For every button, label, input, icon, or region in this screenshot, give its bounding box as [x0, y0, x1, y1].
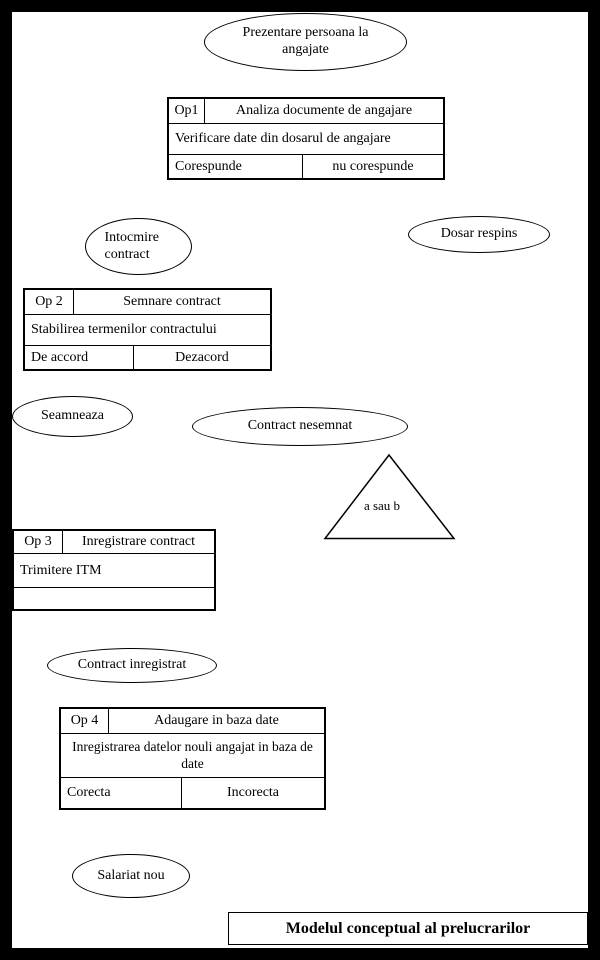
- choice-triangle-icon: [323, 453, 456, 540]
- event-ellipse-prezentare-persoana: Prezentare persoana la angajate: [204, 13, 407, 71]
- op4-header-row: Op 4 Adaugare in baza date: [61, 709, 324, 733]
- op2-title-cell: Semnare contract: [123, 294, 221, 309]
- op2-outcome-right: Dezacord: [133, 346, 270, 369]
- op1-outcome-left: Corespunde: [175, 158, 242, 174]
- op4-id-cell: Op 4: [61, 709, 109, 733]
- event-label: Seamneaza: [41, 408, 104, 424]
- diagram-title: Modelul conceptual al prelucrarilor: [228, 912, 588, 945]
- event-ellipse-contract-nesemnat: Contract nesemnat: [192, 407, 408, 446]
- event-ellipse-salariat-nou: Salariat nou: [72, 854, 190, 898]
- event-label: Contract nesemnat: [247, 418, 353, 434]
- event-ellipse-contract-inregistrat: Contract inregistrat: [47, 648, 217, 683]
- op4-outcome-right: Incorecta: [181, 778, 324, 808]
- op2-body-cell: Stabilirea termenilor contractului: [31, 322, 217, 337]
- op2-table: Op 2 Semnare contract Stabilirea termeni…: [23, 288, 272, 371]
- op2-id-cell: Op 2: [25, 290, 74, 314]
- event-label: Salariat nou: [97, 867, 165, 883]
- op1-body-row: Verificare date din dosarul de angajare: [169, 123, 443, 154]
- op4-outcome-left: Corecta: [67, 785, 111, 800]
- op3-id-cell: Op 3: [14, 531, 63, 553]
- op2-outcome-row: De accord Dezacord: [25, 345, 270, 369]
- op3-outcome-empty: [14, 588, 214, 609]
- choice-triangle-label: a sau b: [363, 498, 401, 513]
- op4-outcome-row: Corecta Incorecta: [61, 777, 324, 808]
- op1-outcome-right: nu corespunde: [302, 155, 443, 178]
- op4-body-row: Inregistrarea datelor nouli angajat in b…: [61, 733, 324, 777]
- op3-header-row: Op 3 Inregistrare contract: [14, 531, 214, 553]
- op2-body-row: Stabilirea termenilor contractului: [25, 314, 270, 345]
- op1-body-cell: Verificare date din dosarul de angajare: [175, 131, 391, 146]
- event-label: Prezentare persoana la angajate: [242, 25, 369, 57]
- op4-body-cell: Inregistrarea datelor nouli angajat in b…: [72, 739, 313, 771]
- op3-title-cell: Inregistrare contract: [81, 534, 196, 549]
- op1-id-cell: Op1: [169, 99, 205, 123]
- op1-title-cell: Analiza documente de angajare: [235, 103, 413, 118]
- event-ellipse-intocmire-contract: Intocmire contract: [85, 218, 192, 275]
- op3-body-row: Trimitere ITM: [14, 553, 214, 587]
- event-ellipse-seamneaza: Seamneaza: [12, 396, 133, 437]
- event-label: Contract inregistrat: [77, 657, 187, 673]
- op1-header-row: Op1 Analiza documente de angajare: [169, 99, 443, 123]
- op4-title-cell: Adaugare in baza date: [154, 713, 279, 728]
- op4-table: Op 4 Adaugare in baza date Inregistrarea…: [59, 707, 326, 810]
- op3-body-cell: Trimitere ITM: [20, 562, 102, 578]
- op3-table: Op 3 Inregistrare contract Trimitere ITM: [12, 529, 216, 611]
- op1-table: Op1 Analiza documente de angajare Verifi…: [167, 97, 445, 180]
- event-ellipse-dosar-respins: Dosar respins: [408, 216, 550, 253]
- op3-outcome-row: [14, 587, 214, 609]
- op2-outcome-left: De accord: [31, 349, 89, 365]
- event-label: Dosar respins: [440, 226, 518, 242]
- op2-header-row: Op 2 Semnare contract: [25, 290, 270, 314]
- event-label: Intocmire contract: [104, 229, 159, 262]
- op1-outcome-row: Corespunde nu corespunde: [169, 154, 443, 178]
